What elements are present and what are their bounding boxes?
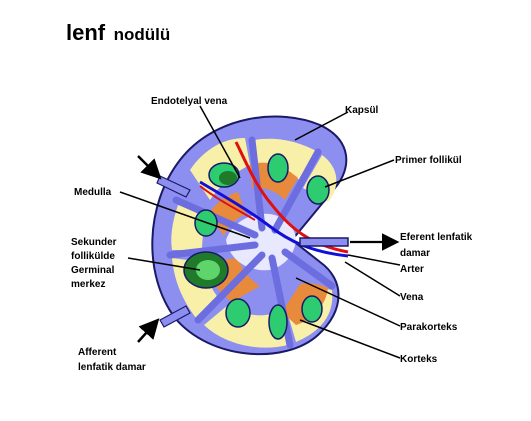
label-efferent-line1: Eferent lenfatik <box>400 232 473 243</box>
labels: Endotelyal vena Kapsül Primer follikül M… <box>71 96 473 373</box>
label-afferent-line2: lenfatik damar <box>78 362 146 373</box>
label-primary-follicle: Primer follikül <box>395 155 462 166</box>
label-secondary-line3: Germinal <box>71 265 115 276</box>
diagram-title: lenf nodülü <box>66 20 170 46</box>
cortex-bottom <box>204 305 288 348</box>
label-medulla: Medulla <box>74 187 112 198</box>
label-artery: Arter <box>400 264 424 275</box>
label-capsule: Kapsül <box>345 105 379 116</box>
leader-paracortex <box>295 277 401 327</box>
follicle-lower-left <box>225 298 251 328</box>
label-endothelial-vein: Endotelyal vena <box>151 96 228 107</box>
leader-lines <box>119 105 401 359</box>
afferent-vessel-bottom <box>159 305 191 328</box>
leader-endothelial-vein <box>199 105 241 179</box>
leader-artery <box>347 254 401 266</box>
leader-capsule <box>294 111 349 141</box>
label-secondary-line1: Sekunder <box>71 237 117 248</box>
germinal-center-top <box>219 171 237 185</box>
title-sub: nodülü <box>113 25 171 44</box>
leader-primary-follicle <box>324 159 395 188</box>
leader-medulla <box>119 191 251 239</box>
leader-vein <box>344 261 401 297</box>
label-paracortex: Parakorteks <box>400 322 458 333</box>
efferent-vessel <box>299 237 349 247</box>
title-main: lenf <box>66 20 106 45</box>
leader-secondary-follicle <box>127 257 201 271</box>
label-secondary-line4: merkez <box>71 279 105 290</box>
label-vein: Vena <box>400 292 424 303</box>
afferent-vessel-top <box>156 175 191 198</box>
follicle-lower-right <box>301 295 323 323</box>
afferent-arrow-top <box>137 155 162 180</box>
follicle-top <box>267 153 289 183</box>
label-cortex: Korteks <box>400 354 438 365</box>
vein <box>199 180 349 258</box>
leader-cortex <box>299 319 401 359</box>
afferent-arrow-bottom <box>137 318 160 343</box>
follicle-upper-right <box>306 175 330 205</box>
germinal-center-follicle <box>183 251 229 289</box>
endothelial-vein-branch <box>199 185 256 221</box>
label-secondary-line2: follikülde <box>71 251 115 262</box>
label-afferent-line1: Afferent <box>78 347 117 358</box>
label-efferent-line2: damar <box>400 248 430 259</box>
lymph-node-body <box>151 115 349 356</box>
follicle-bottom <box>268 304 288 340</box>
